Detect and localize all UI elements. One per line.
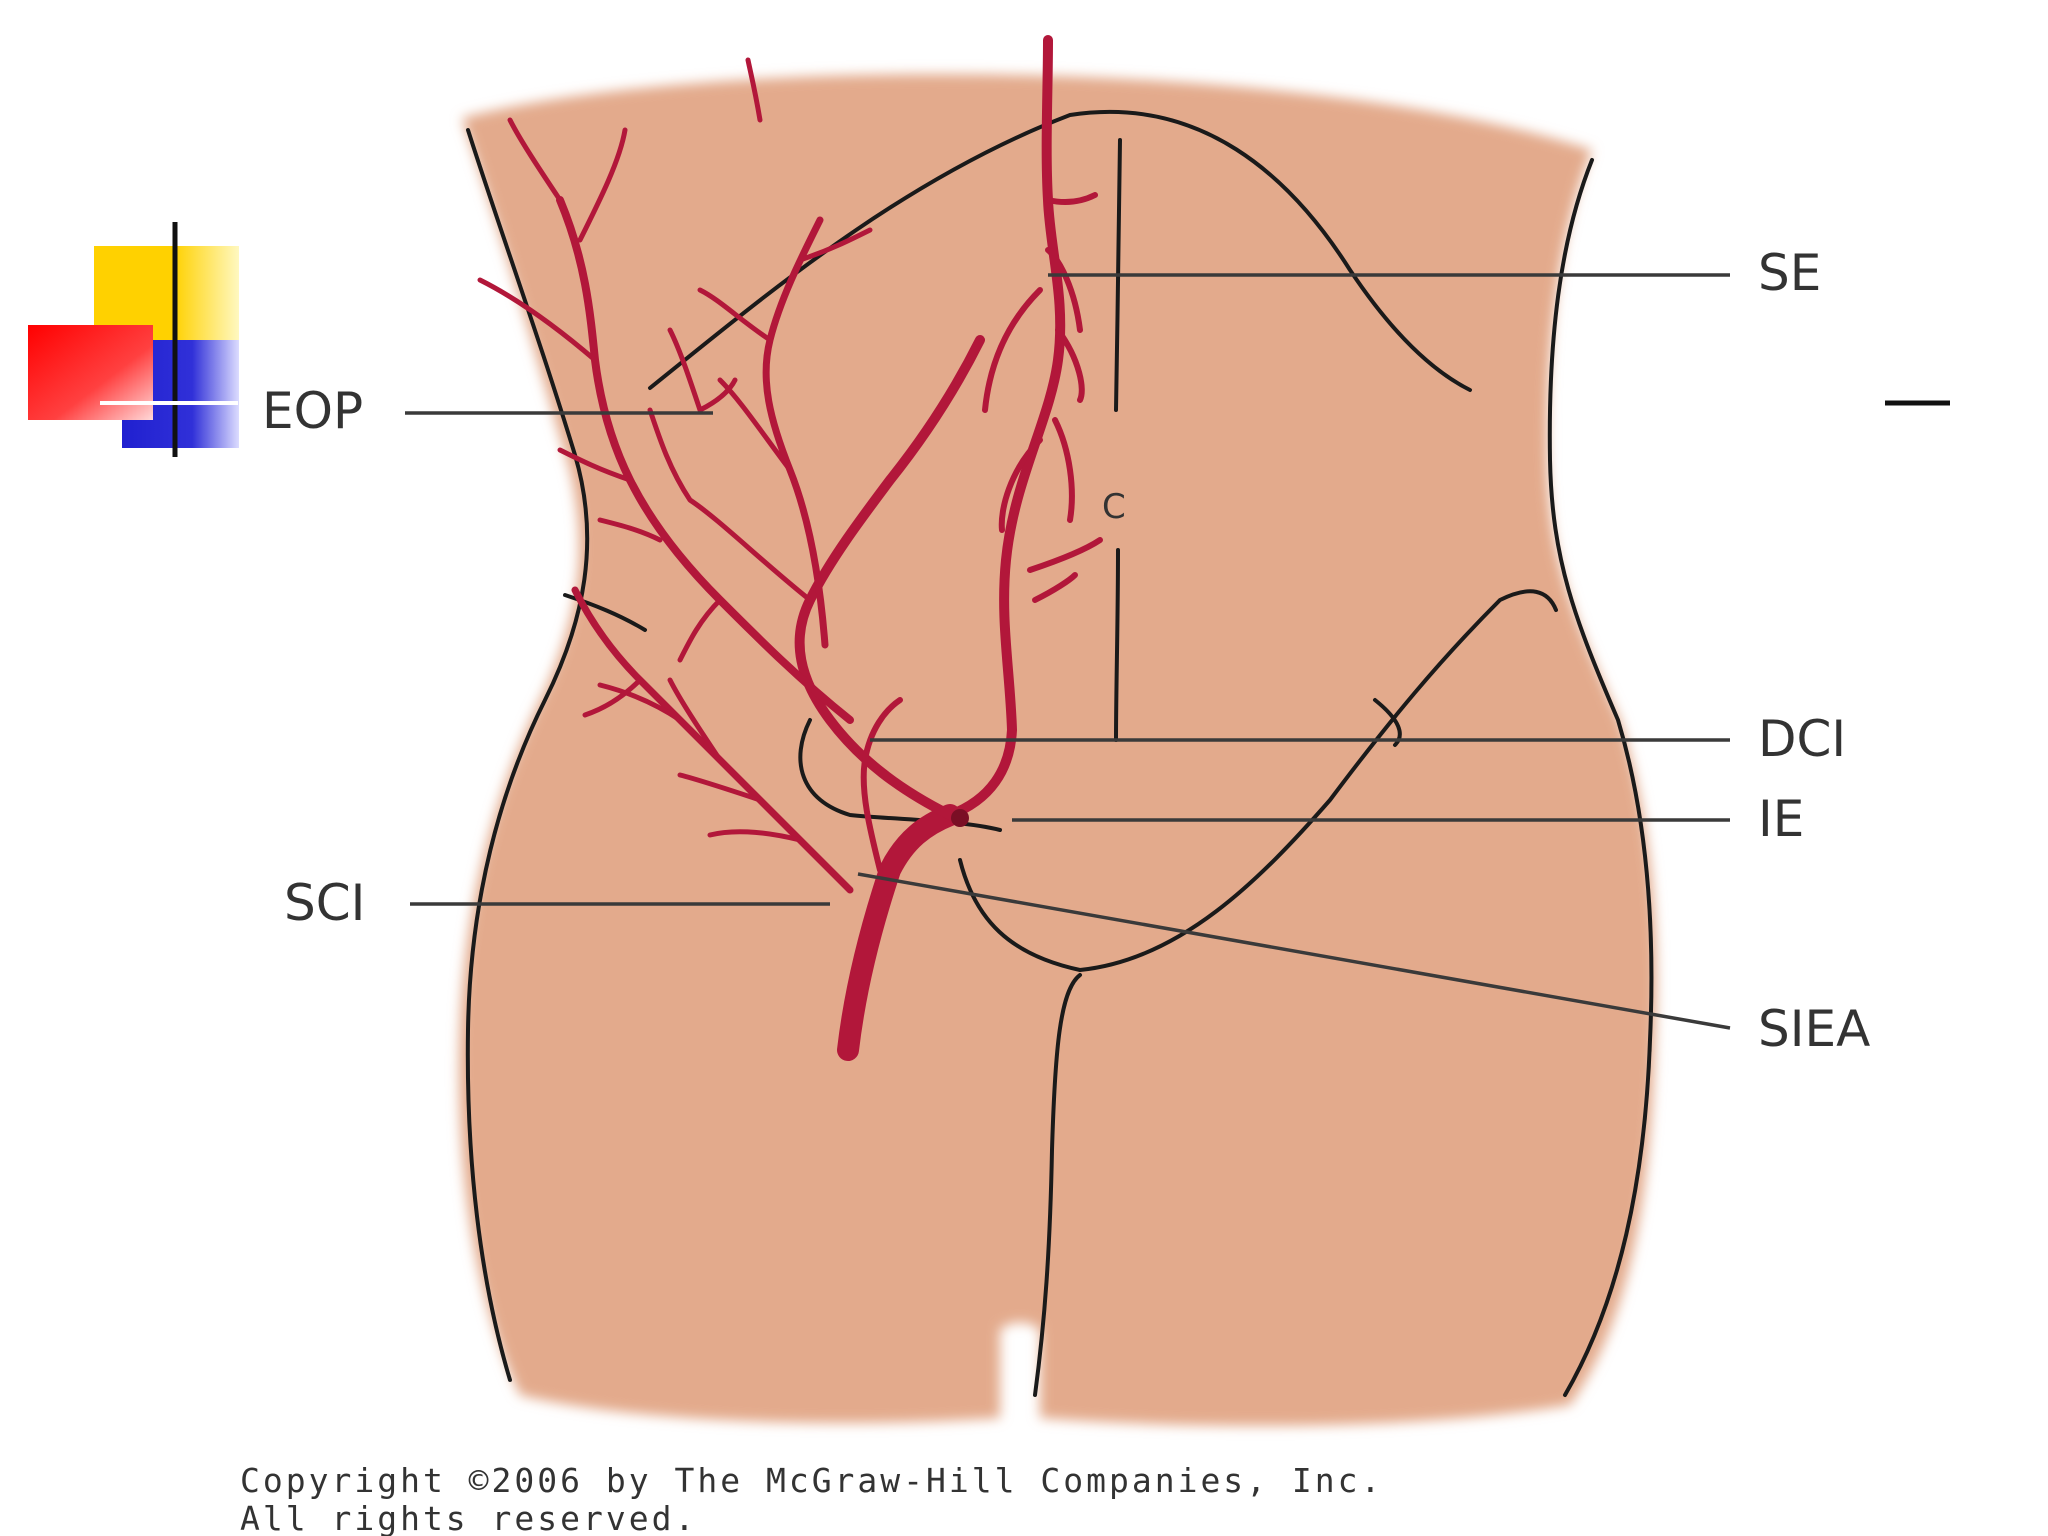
rectus-line-lower [1114,548,1120,742]
eop-branch-3 [667,57,763,413]
slide-decoration [28,222,1950,457]
label-dci: DCI [1758,710,1846,768]
label-siea: SIEA [1758,1000,1870,1058]
femoral-artery [837,804,961,1061]
rectus-line-upper [1114,138,1122,412]
eop-branch-2 [557,447,723,663]
dci-upper-twig-1 [697,227,873,473]
navel-curve [1373,698,1402,747]
copyright-line-2: All rights reserved. [240,1499,698,1536]
torso [459,74,1657,1426]
abdominal-flap-outline [648,109,1472,392]
sci-trunk [571,586,854,894]
deco-red-square [28,325,153,420]
sci-branch-2 [582,677,803,843]
inguinal-fold-outline [958,589,1558,972]
dci-upper-branch [762,216,829,649]
sci-branch-1 [597,677,763,803]
labels: SE EOP DCI IE SCI SIEA C [262,244,1870,1058]
copyright-line-1: Copyright ©2006 by The McGraw-Hill Compa… [240,1461,1384,1500]
right-waist-outline [1547,158,1654,1397]
siea-branch [860,697,903,873]
siea-leader [857,872,1731,1030]
left-hip-curve [563,593,647,632]
arteries [477,35,1103,1061]
se-branch-2 [982,287,1075,533]
ie-stump [951,809,969,827]
copyright-notice: Copyright ©2006 by The McGraw-Hill Compa… [240,1462,1383,1536]
leg-division-outline [1033,973,1082,1397]
leader-lines [405,273,1731,1030]
label-eop: EOP [262,382,363,440]
se-branch-3 [1027,537,1103,603]
label-sci: SCI [284,874,365,932]
torso-skin [459,74,1657,1426]
dci-upper-twig-2 [647,407,813,603]
label-se: SE [1758,244,1821,302]
left-waist-outline [465,128,590,1382]
label-c: C [1102,487,1126,527]
label-ie: IE [1758,790,1804,848]
se-branch-1 [1045,192,1098,403]
eop-branch-1 [477,117,628,363]
